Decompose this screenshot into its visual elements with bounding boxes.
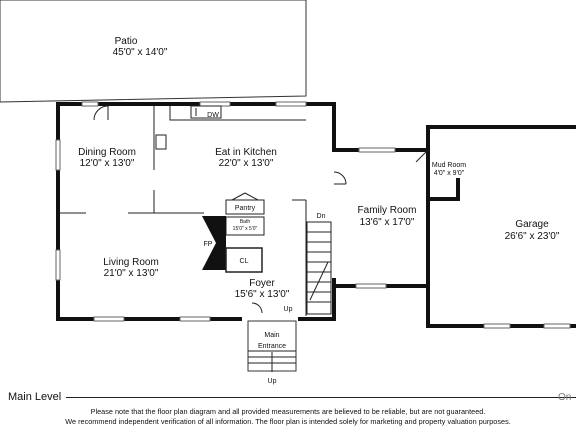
bath-name: Bath (240, 219, 251, 225)
patio-name: Patio (115, 36, 138, 47)
disclaimer: Please note that the floor plan diagram … (0, 407, 576, 427)
family-name: Family Room (358, 205, 417, 216)
room-labels: Dining Room 12'0" x 13'0" Eat in Kitchen… (78, 147, 560, 300)
dishwasher (190, 105, 222, 119)
dn-label: Dn (317, 213, 326, 220)
fp-label: FP (204, 241, 213, 248)
entrance-line1: Main (264, 332, 279, 339)
disclaimer-line-2: We recommend independent verification of… (65, 417, 511, 426)
kitchen-dims: 22'0" x 13'0" (219, 158, 274, 169)
doors (93, 105, 429, 314)
dw-label: DW (207, 112, 219, 119)
kitchen-name: Eat in Kitchen (215, 147, 277, 158)
main-house-walls (56, 102, 430, 321)
living-name: Living Room (103, 257, 159, 268)
garage-walls (426, 125, 576, 328)
level-label: Main Level (8, 391, 62, 403)
brand-mark: On (558, 392, 572, 403)
pantry-label: Pantry (235, 205, 256, 212)
bath: Bath 15'0" x 5'0" (225, 216, 265, 236)
pantry: Pantry (225, 192, 265, 215)
fireplace: FP (202, 216, 226, 270)
footer-divider (66, 397, 576, 398)
interior-walls (60, 106, 307, 316)
dining-name: Dining Room (78, 147, 136, 158)
patio-dims: 45'0" x 14'0" (113, 47, 168, 58)
garage-name: Garage (515, 219, 549, 230)
living-dims: 21'0" x 13'0" (104, 268, 159, 279)
patio: Patio 45'0" x 14'0" (0, 0, 307, 103)
cl-label: CL (240, 258, 249, 265)
bath-dims: 15'0" x 5'0" (233, 226, 258, 232)
main-entrance-steps: Main Entrance Up (247, 320, 297, 385)
dining-dims: 12'0" x 13'0" (80, 158, 135, 169)
staircase: Dn Up (284, 213, 332, 315)
foyer-dims: 15'6" x 13'0" (235, 289, 290, 300)
entrance-line2: Entrance (258, 343, 286, 350)
foyer-name: Foyer (249, 278, 275, 289)
family-dims: 13'6" x 17'0" (360, 217, 415, 228)
garage-dims: 26'6" x 23'0" (505, 231, 560, 242)
range (155, 134, 167, 150)
mud-name: Mud Room (432, 162, 466, 169)
stair-up-label: Up (284, 306, 293, 313)
mud-dims: 4'0" x 9'0" (434, 170, 465, 177)
closet: CL (225, 247, 263, 273)
entrance-up-label: Up (268, 378, 277, 385)
disclaimer-line-1: Please note that the floor plan diagram … (90, 407, 486, 416)
kitchen-counters: DW (155, 105, 306, 150)
